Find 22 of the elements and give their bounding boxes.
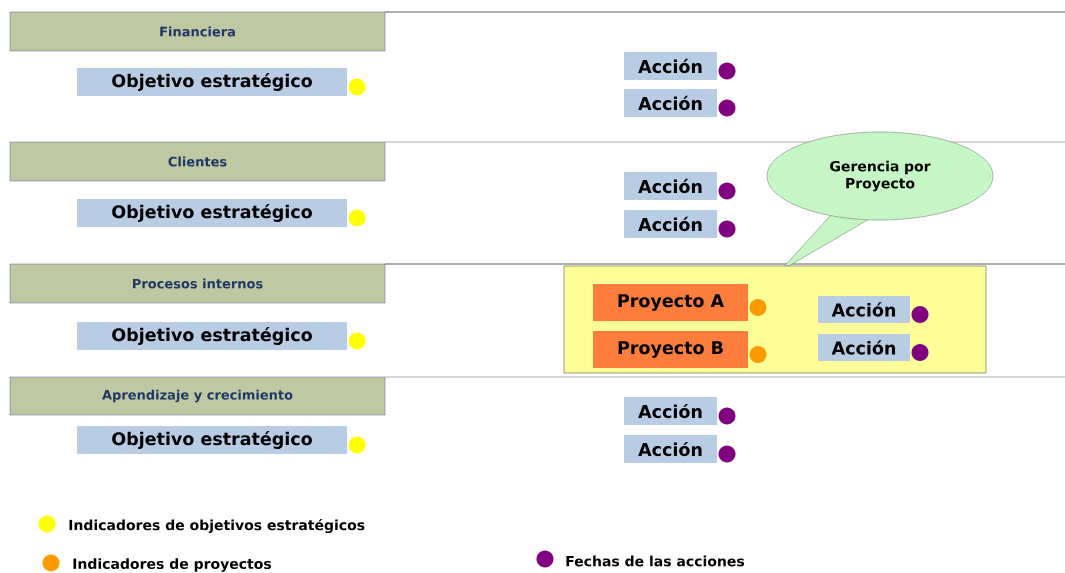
section-header: Financiera xyxy=(9,11,386,52)
action-label: Acción xyxy=(818,334,910,361)
legend-text: Fechas de las acciones xyxy=(566,555,745,567)
action-label: Acción xyxy=(624,89,717,117)
project-label: Proyecto B xyxy=(593,331,748,368)
action-label: Acción xyxy=(624,397,717,425)
section-header: Procesos internos xyxy=(9,263,386,304)
objective-label: Objetivo estratégico xyxy=(77,322,347,350)
callout-bubble: Gerencia por Proyecto xyxy=(766,131,994,272)
objective-label: Objetivo estratégico xyxy=(77,426,347,454)
project-label: Proyecto A xyxy=(593,284,748,321)
section-header: Aprendizaje y crecimiento xyxy=(9,376,386,416)
legend-text: Indicadores de proyectos xyxy=(73,558,272,572)
action-label: Acción xyxy=(818,296,910,323)
action-label: Acción xyxy=(624,210,717,238)
objective-label: Objetivo estratégico xyxy=(77,199,347,227)
action-label: Acción xyxy=(624,52,717,80)
section-header: Clientes xyxy=(9,141,386,182)
action-label: Acción xyxy=(624,435,717,463)
legend-text: Indicadores de objetivos estratégicos xyxy=(69,518,365,534)
action-label: Acción xyxy=(624,172,717,200)
objective-label: Objetivo estratégico xyxy=(77,68,347,96)
